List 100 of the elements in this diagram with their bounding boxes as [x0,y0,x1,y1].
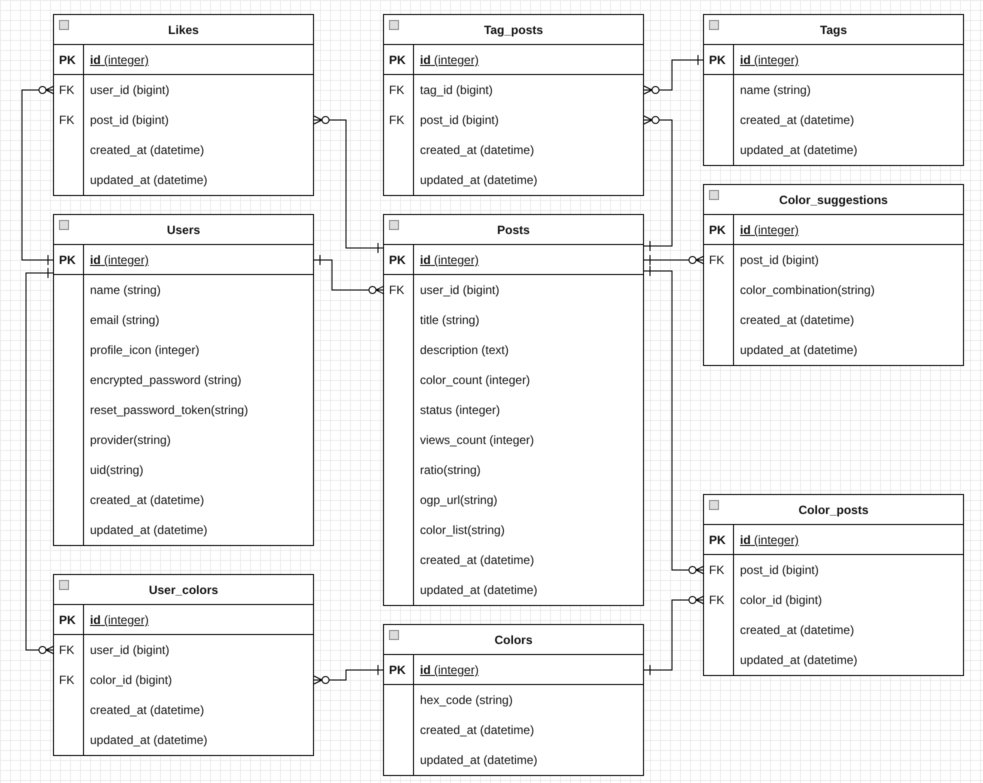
key-label: PK [59,53,76,67]
key-label: FK [389,83,404,97]
field-label: updated_at (datetime) [420,583,538,597]
key-label: FK [709,593,724,607]
field-label: id (integer) [740,53,799,67]
field-label: id (integer) [740,533,799,547]
key-label: PK [59,253,76,267]
field-label: id (integer) [90,53,149,67]
field-label: ratio(string) [420,463,481,477]
key-label: FK [709,563,724,577]
key-label: FK [389,113,404,127]
field-label: status (integer) [420,403,500,417]
key-label: PK [709,223,726,237]
entity-table [53,574,314,756]
key-label: FK [59,673,74,687]
key-label: FK [709,253,724,267]
field-label: updated_at (datetime) [420,173,538,187]
field-label: id (integer) [90,253,149,267]
field-label: created_at (datetime) [90,703,204,717]
field-label: post_id (bigint) [420,113,499,127]
table-name: Color_posts [798,503,868,517]
field-label: id (integer) [420,253,479,267]
field-label: name (string) [740,83,811,97]
field-label: id (integer) [90,613,149,627]
field-label: created_at (datetime) [740,623,854,637]
table-name: Tag_posts [484,23,544,37]
relationship-line [314,664,384,684]
relationship-line [644,596,704,676]
field-label: provider(string) [90,433,171,447]
field-label: created_at (datetime) [90,493,204,507]
field-label: id (integer) [740,223,799,237]
key-label: PK [389,53,406,67]
field-label: created_at (datetime) [420,143,534,157]
entity-table [703,184,964,366]
field-label: hex_code (string) [420,693,513,707]
field-label: title (string) [420,313,480,327]
key-label: FK [389,283,404,297]
field-label: reset_password_token(string) [90,403,248,417]
field-label: encrypted_password (string) [90,373,242,387]
primary-key-row [704,525,964,555]
entity-table [383,624,644,776]
field-label: post_id (bigint) [740,563,819,577]
field-label: updated_at (datetime) [90,173,208,187]
entity-table [703,14,964,166]
table-name: Posts [497,223,530,237]
field-label: color_list(string) [420,523,505,537]
field-label: name (string) [90,283,161,297]
field-label: updated_at (datetime) [420,753,538,767]
relationship-line [22,86,54,266]
field-label: description (text) [420,343,509,357]
entity-table [383,214,644,606]
field-label: created_at (datetime) [90,143,204,157]
field-label: views_count (integer) [420,433,534,447]
field-label: post_id (bigint) [90,113,169,127]
field-label: color_count (integer) [420,373,530,387]
field-label: id (integer) [420,53,479,67]
field-label: email (string) [90,313,160,327]
field-label: uid(string) [90,463,144,477]
relationship-line [26,268,54,654]
table-name: Likes [168,23,199,37]
field-label: color_combination(string) [740,283,875,297]
key-label: FK [59,113,74,127]
key-label: PK [389,663,406,677]
field-label: updated_at (datetime) [90,523,208,537]
relationship-line [644,116,672,252]
field-label: user_id (bigint) [90,643,170,657]
key-label: PK [709,53,726,67]
primary-key-row [54,245,314,275]
field-label: post_id (bigint) [740,253,819,267]
primary-key-row [384,655,644,685]
relationship-line [644,266,704,574]
primary-key-row [384,45,644,75]
entity-table [383,14,644,196]
key-label: FK [59,643,74,657]
key-label: PK [389,253,406,267]
relationship-line [314,116,384,254]
field-label: user_id (bigint) [90,83,170,97]
primary-key-row [384,245,644,275]
entity-table [703,494,964,676]
entity-table [53,14,314,196]
field-label: tag_id (bigint) [420,83,493,97]
relationship-line [644,54,704,94]
key-label: PK [709,533,726,547]
field-label: profile_icon (integer) [90,343,200,357]
primary-key-row [54,605,314,635]
primary-key-row [54,45,314,75]
entity-table [53,214,314,546]
primary-key-row [704,215,964,245]
field-label: color_id (bigint) [740,593,822,607]
key-label: FK [59,83,74,97]
field-label: color_id (bigint) [90,673,172,687]
primary-key-row [704,45,964,75]
relationship-line [644,254,704,266]
field-label: id (integer) [420,663,479,677]
field-label: user_id (bigint) [420,283,500,297]
field-label: updated_at (datetime) [90,733,208,747]
field-label: updated_at (datetime) [740,343,858,357]
table-name: Color_suggestions [779,193,888,207]
field-label: created_at (datetime) [740,113,854,127]
field-label: created_at (datetime) [420,723,534,737]
